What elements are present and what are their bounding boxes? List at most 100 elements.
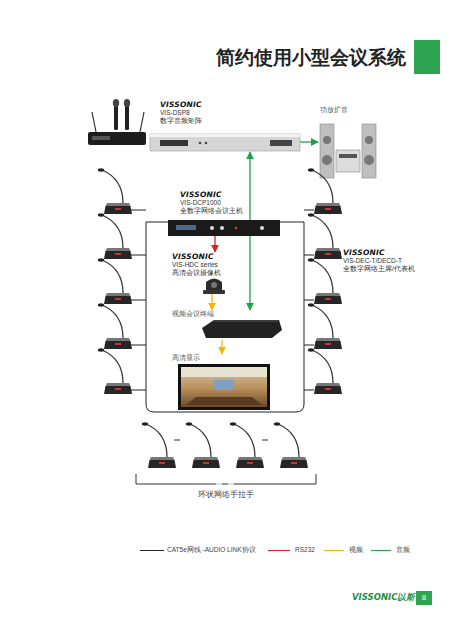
device-label: VIS-DEC-T/DECD-T (343, 257, 447, 265)
microphone (308, 213, 342, 259)
rack-led (199, 142, 202, 145)
display-screen (214, 380, 234, 390)
camera-head (206, 279, 222, 291)
microphone (186, 422, 220, 468)
receiver-display (92, 136, 110, 140)
cable-stub (304, 300, 314, 301)
bracket-gap (216, 483, 222, 484)
terminal-edge (214, 321, 278, 322)
microphone (230, 422, 264, 468)
microphone (98, 348, 132, 394)
rack-knob (210, 226, 214, 230)
device-box: 功放扩音 (318, 106, 380, 180)
brand-logo: VISSONIC (160, 100, 300, 109)
legend-swatch (324, 550, 344, 551)
cable-stub (131, 390, 146, 391)
camera-base (203, 290, 225, 294)
handheld-mic-head (113, 99, 119, 107)
microphone (308, 168, 342, 214)
device-label: 全数字网络主席/代表机 (343, 265, 447, 273)
amplifier-display (339, 154, 357, 158)
signal-connector (214, 236, 215, 252)
speaker (320, 124, 334, 178)
rack-body (150, 134, 300, 151)
rack-led (235, 227, 238, 230)
device-box: 视频会议终端 (170, 310, 282, 340)
signal-connector (249, 152, 250, 310)
signal-connector (221, 340, 222, 354)
cable-stub (304, 390, 314, 391)
rack-body (168, 220, 280, 236)
device-label: VIS-HDC series (172, 261, 234, 269)
device-label: VIS-DSP8 (160, 109, 300, 117)
cable-stub (304, 255, 314, 256)
device-label: 高清显示 (172, 354, 272, 362)
receiver-body (88, 132, 146, 145)
rack-panel (160, 140, 188, 146)
camera (203, 279, 225, 295)
legend-text: 音频 (396, 546, 410, 555)
device-label: 高清会议摄像机 (172, 269, 234, 277)
display-table (186, 397, 262, 405)
handheld-mic (125, 104, 129, 130)
conference-host-rack (168, 220, 280, 236)
cable-stub (131, 345, 146, 346)
cable-stub (131, 300, 146, 301)
cable-stub (304, 210, 314, 211)
signal-connector (300, 141, 318, 142)
signal-connector (211, 294, 212, 310)
bracket (136, 474, 316, 484)
brand-logo: VISSONIC (343, 248, 447, 257)
brand-logo: VISSONIC (172, 252, 234, 261)
rack-panel (270, 140, 292, 146)
group-label: 环状网络手拉手 (150, 489, 302, 501)
cable-stub (131, 255, 146, 256)
legend-swatch (140, 550, 164, 551)
legend-text: 视频 (349, 546, 363, 555)
brand-logo: VISSONIC (180, 190, 280, 199)
microphone (98, 303, 132, 349)
device-label: 全数字网络会议主机 (180, 207, 280, 215)
cable-stubs (131, 210, 314, 390)
network-cable (146, 222, 304, 412)
speaker-cone (323, 136, 331, 144)
wireless-receiver (88, 99, 146, 145)
speaker-cone (365, 136, 373, 144)
display-ceiling (181, 367, 267, 377)
page-title: 简约使用小型会议系统 (216, 45, 406, 71)
rack-top (150, 134, 300, 137)
microphone (98, 258, 132, 304)
device-label: 功放扩音 (320, 106, 380, 114)
dash-mark (262, 440, 268, 441)
speaker-cone (364, 155, 374, 165)
brand-mark: VISSONIC以斯 (352, 592, 412, 604)
device-box: VISSONICVIS-HDC series高清会议摄像机 (170, 252, 234, 294)
microphone (142, 422, 176, 468)
rack-screen (176, 225, 196, 230)
display-frame (178, 364, 270, 410)
handheld-mic-head (124, 99, 130, 107)
rack-led (205, 142, 208, 145)
device-label: 数字音频矩阵 (160, 117, 300, 125)
legend-text: CAT5e网线 -AUDIO LINK协议 (167, 546, 256, 555)
page-number: 8 (416, 591, 432, 605)
handheld-mic (114, 104, 118, 130)
cable-stub (131, 210, 146, 211)
camera-lens (211, 282, 217, 288)
rack-knob (260, 226, 264, 230)
device-box: 高清显示 (172, 354, 272, 416)
display-picture (181, 367, 267, 407)
microphone (308, 258, 342, 304)
display (178, 364, 270, 410)
device-label: 视频会议终端 (172, 310, 282, 318)
microphone (274, 422, 308, 468)
microphone (98, 168, 132, 214)
device-label: VISSONICVIS-DEC-T/DECD-T全数字网络主席/代表机 (343, 248, 447, 278)
legend-text: RS232 (295, 546, 315, 553)
microphone (98, 213, 132, 259)
